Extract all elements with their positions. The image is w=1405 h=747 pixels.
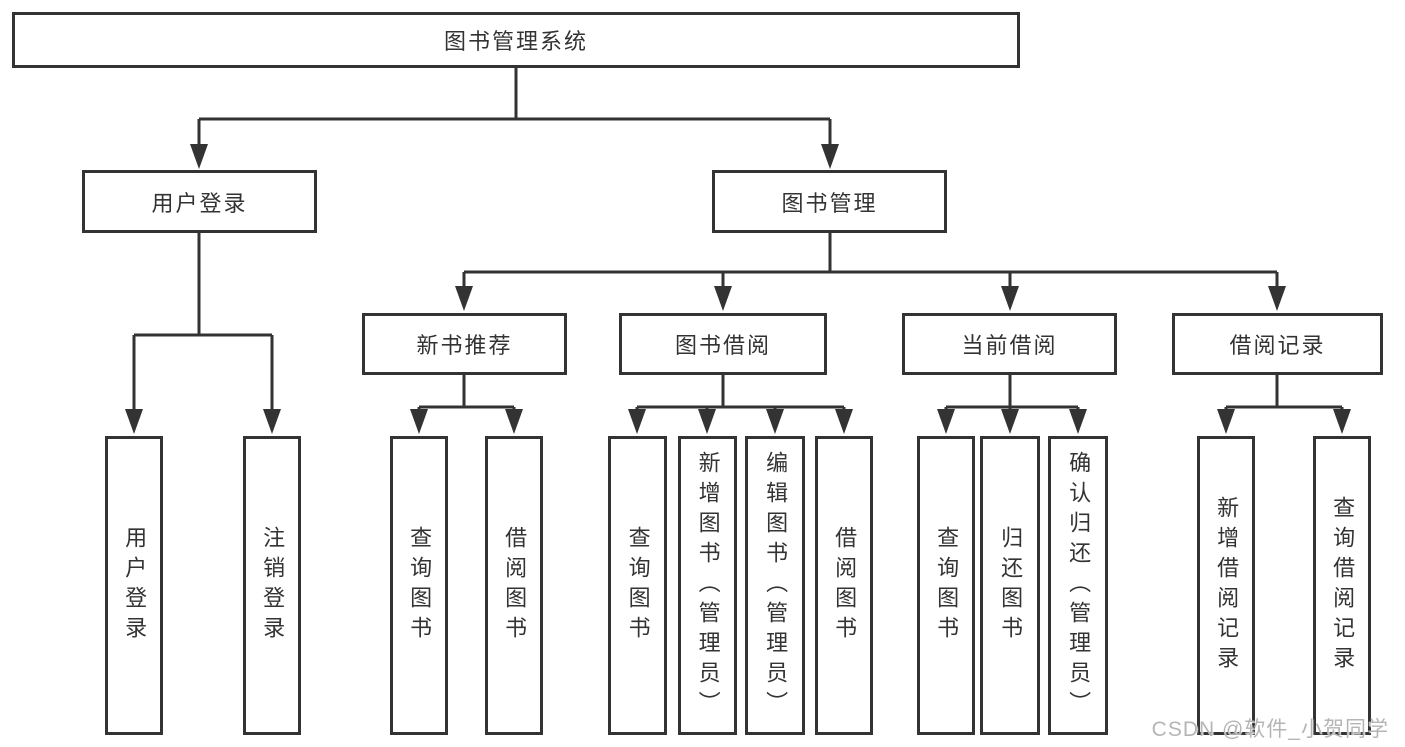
node-label: 新书推荐 xyxy=(416,333,513,358)
leaf-label: 注销登录 xyxy=(260,525,286,646)
node-book-management: 图书管理 xyxy=(712,170,947,233)
connector-records-to-leaves xyxy=(1224,375,1344,415)
leaf-confirm-return-admin: 确认归还（管理员） xyxy=(1048,436,1108,735)
leaf-query-books-recommend: 查询图书 xyxy=(390,436,448,735)
node-label: 图书借阅 xyxy=(674,333,771,358)
arrow-down-icon xyxy=(698,409,716,434)
arrow-down-icon xyxy=(835,409,853,434)
leaf-label: 借阅图书 xyxy=(502,525,528,646)
arrow-down-icon xyxy=(190,144,208,169)
arrow-down-icon xyxy=(766,409,784,434)
node-label: 用户登录 xyxy=(151,190,248,216)
arrow-down-icon xyxy=(714,286,732,311)
leaf-add-borrow-record: 新增借阅记录 xyxy=(1197,436,1255,735)
arrow-down-icon xyxy=(125,409,143,434)
leaf-return-books: 归还图书 xyxy=(980,436,1040,735)
leaf-borrow-books-recommend: 借阅图书 xyxy=(485,436,543,735)
node-label: 当前借阅 xyxy=(961,333,1058,358)
arrow-down-icon xyxy=(410,409,428,434)
connector-root-to-level2 xyxy=(197,68,832,150)
leaf-label: 编辑图书（管理员） xyxy=(763,450,789,721)
leaf-edit-book-admin: 编辑图书（管理员） xyxy=(745,436,805,735)
arrow-down-icon xyxy=(1001,286,1019,311)
arrow-down-icon xyxy=(455,286,473,311)
arrow-down-icon xyxy=(1217,409,1235,434)
arrow-down-icon xyxy=(1333,409,1351,434)
leaf-user-login: 用户登录 xyxy=(105,436,163,735)
leaf-label: 新增借阅记录 xyxy=(1214,495,1240,676)
node-current-borrowing: 当前借阅 xyxy=(902,313,1117,375)
leaf-add-book-admin: 新增图书（管理员） xyxy=(678,436,737,735)
leaf-label: 归还图书 xyxy=(998,525,1024,646)
arrow-down-icon xyxy=(263,409,281,434)
node-book-borrowing: 图书借阅 xyxy=(619,313,827,375)
leaf-logout: 注销登录 xyxy=(243,436,301,735)
leaf-label: 查询图书 xyxy=(407,525,433,646)
node-label: 借阅记录 xyxy=(1229,333,1326,358)
node-new-book-recommendation: 新书推荐 xyxy=(362,313,567,375)
leaf-label: 借阅图书 xyxy=(832,525,858,646)
arrow-down-icon xyxy=(821,144,839,169)
arrowheads xyxy=(125,144,1351,434)
leaf-query-borrow-record: 查询借阅记录 xyxy=(1313,436,1371,735)
connector-login-to-leaves xyxy=(132,233,274,415)
connector-borrowing-to-leaves xyxy=(635,375,846,415)
arrow-down-icon xyxy=(937,409,955,434)
leaf-query-books-current: 查询图书 xyxy=(917,436,975,735)
arrow-down-icon xyxy=(505,409,523,434)
csdn-watermark: CSDN @软件_小贺同学 xyxy=(1151,718,1389,741)
node-user-login: 用户登录 xyxy=(82,170,317,233)
leaf-label: 确认归还（管理员） xyxy=(1066,450,1092,721)
leaf-label: 用户登录 xyxy=(122,525,148,646)
node-label: 图书管理系统 xyxy=(443,29,588,54)
leaf-label: 查询图书 xyxy=(934,525,960,646)
leaf-label: 新增图书（管理员） xyxy=(695,450,721,721)
leaf-borrow-books-borrowing: 借阅图书 xyxy=(815,436,873,735)
node-library-management-system: 图书管理系统 xyxy=(12,12,1020,68)
connector-recommend-to-leaves xyxy=(417,375,516,415)
connector-mgmt-to-level3 xyxy=(462,233,1279,292)
arrow-down-icon xyxy=(628,409,646,434)
leaf-label: 查询借阅记录 xyxy=(1330,495,1356,676)
arrow-down-icon xyxy=(1001,409,1019,434)
node-borrowing-records: 借阅记录 xyxy=(1172,313,1383,375)
leaf-query-books-borrowing: 查询图书 xyxy=(608,436,667,735)
node-label: 图书管理 xyxy=(781,190,878,216)
arrow-down-icon xyxy=(1069,409,1087,434)
leaf-label: 查询图书 xyxy=(625,525,651,646)
arrow-down-icon xyxy=(1268,286,1286,311)
